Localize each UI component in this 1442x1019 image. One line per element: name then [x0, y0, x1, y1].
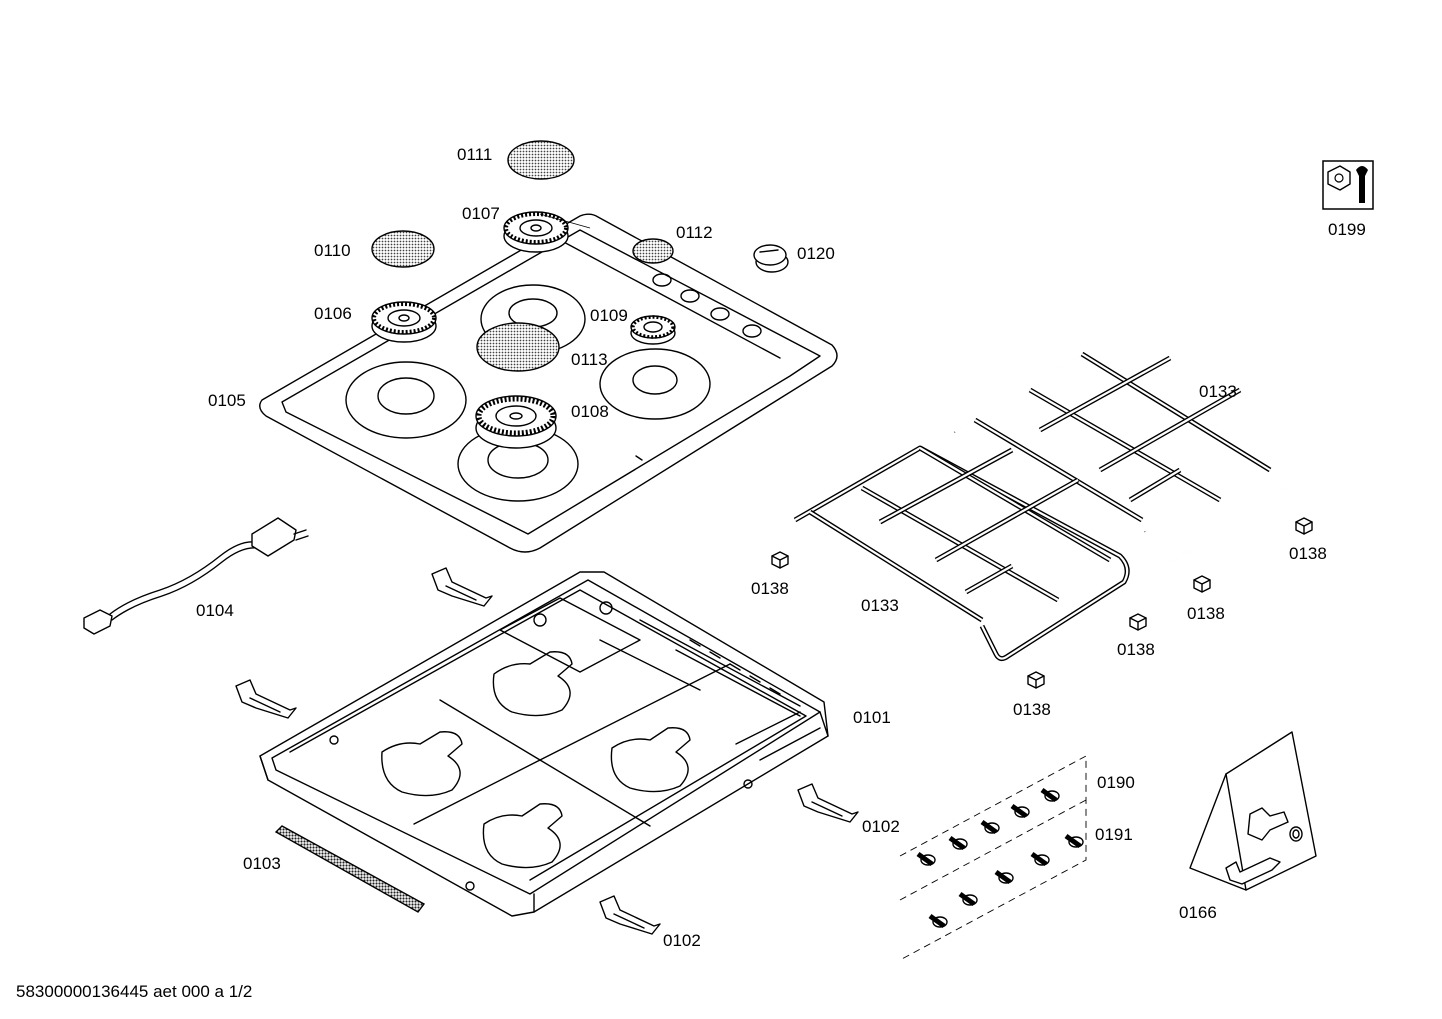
- mounting-bracket: [797, 783, 859, 823]
- part-label-0138: 0138: [1187, 604, 1225, 623]
- part-label-0111: 0111: [457, 145, 493, 164]
- part-label-0109: 0109: [590, 306, 628, 325]
- part-label-0103: 0103: [243, 854, 281, 873]
- document-id-footer: 58300000136445 aet 000 a 1/2: [16, 982, 253, 1001]
- part-label-0199: 0199: [1328, 220, 1366, 239]
- part-label-0166: 0166: [1179, 903, 1217, 922]
- rubber-foot: [1129, 613, 1147, 631]
- base-tray: [259, 571, 829, 917]
- part-label-0191: 0191: [1095, 825, 1133, 844]
- part-label-0190: 0190: [1097, 773, 1135, 792]
- part-label-0112: 0112: [676, 223, 713, 242]
- pan-support-right: [954, 351, 1293, 567]
- part-label-0138: 0138: [751, 579, 789, 598]
- part-label-0133-right: 0133: [1199, 382, 1237, 401]
- part-label-0138: 0138: [1013, 700, 1051, 719]
- part-label-0105: 0105: [208, 391, 246, 410]
- rubber-foot: [1027, 671, 1045, 689]
- burner-crown-0108: [475, 395, 557, 449]
- rubber-foot: [771, 551, 789, 569]
- burner-crown-0106: [371, 301, 437, 343]
- part-label-0107: 0107: [462, 204, 500, 223]
- part-label-0102: 0102: [663, 931, 701, 950]
- part-label-0104: 0104: [196, 601, 234, 620]
- cooktop-panel: [259, 213, 838, 553]
- part-label-0101: 0101: [853, 708, 891, 727]
- mounting-bracket: [599, 895, 661, 935]
- burner-cap-0110: [371, 230, 435, 268]
- part-label-0108: 0108: [571, 402, 609, 421]
- mounting-bracket: [235, 679, 297, 719]
- power-cord: [83, 517, 309, 635]
- rubber-foot: [1295, 517, 1313, 535]
- part-label-0133-left: 0133: [861, 596, 899, 615]
- burner-cap-0112: [632, 238, 674, 264]
- part-label-0138: 0138: [1289, 544, 1327, 563]
- part-label-0113: 0113: [571, 350, 608, 369]
- mounting-bracket: [431, 567, 493, 607]
- burner-cap-0111: [507, 140, 575, 180]
- burner-cap-0113: [476, 322, 560, 372]
- part-label-0138: 0138: [1117, 640, 1155, 659]
- part-label-0106: 0106: [314, 304, 352, 323]
- screw-set: [899, 755, 1087, 961]
- conversion-kit-bag: [1189, 731, 1317, 891]
- control-knob-0120: [753, 244, 789, 273]
- part-label-0110: 0110: [314, 241, 351, 260]
- wrench-nut-icon: [1322, 160, 1374, 210]
- part-label-0102: 0102: [862, 817, 900, 836]
- pan-support-left: [793, 445, 1130, 662]
- burner-crown-0109: [630, 315, 676, 345]
- burner-crown-0107: [503, 211, 569, 253]
- part-label-0120: 0120: [797, 244, 835, 263]
- rubber-foot: [1193, 575, 1211, 593]
- seal-strip: [274, 825, 426, 913]
